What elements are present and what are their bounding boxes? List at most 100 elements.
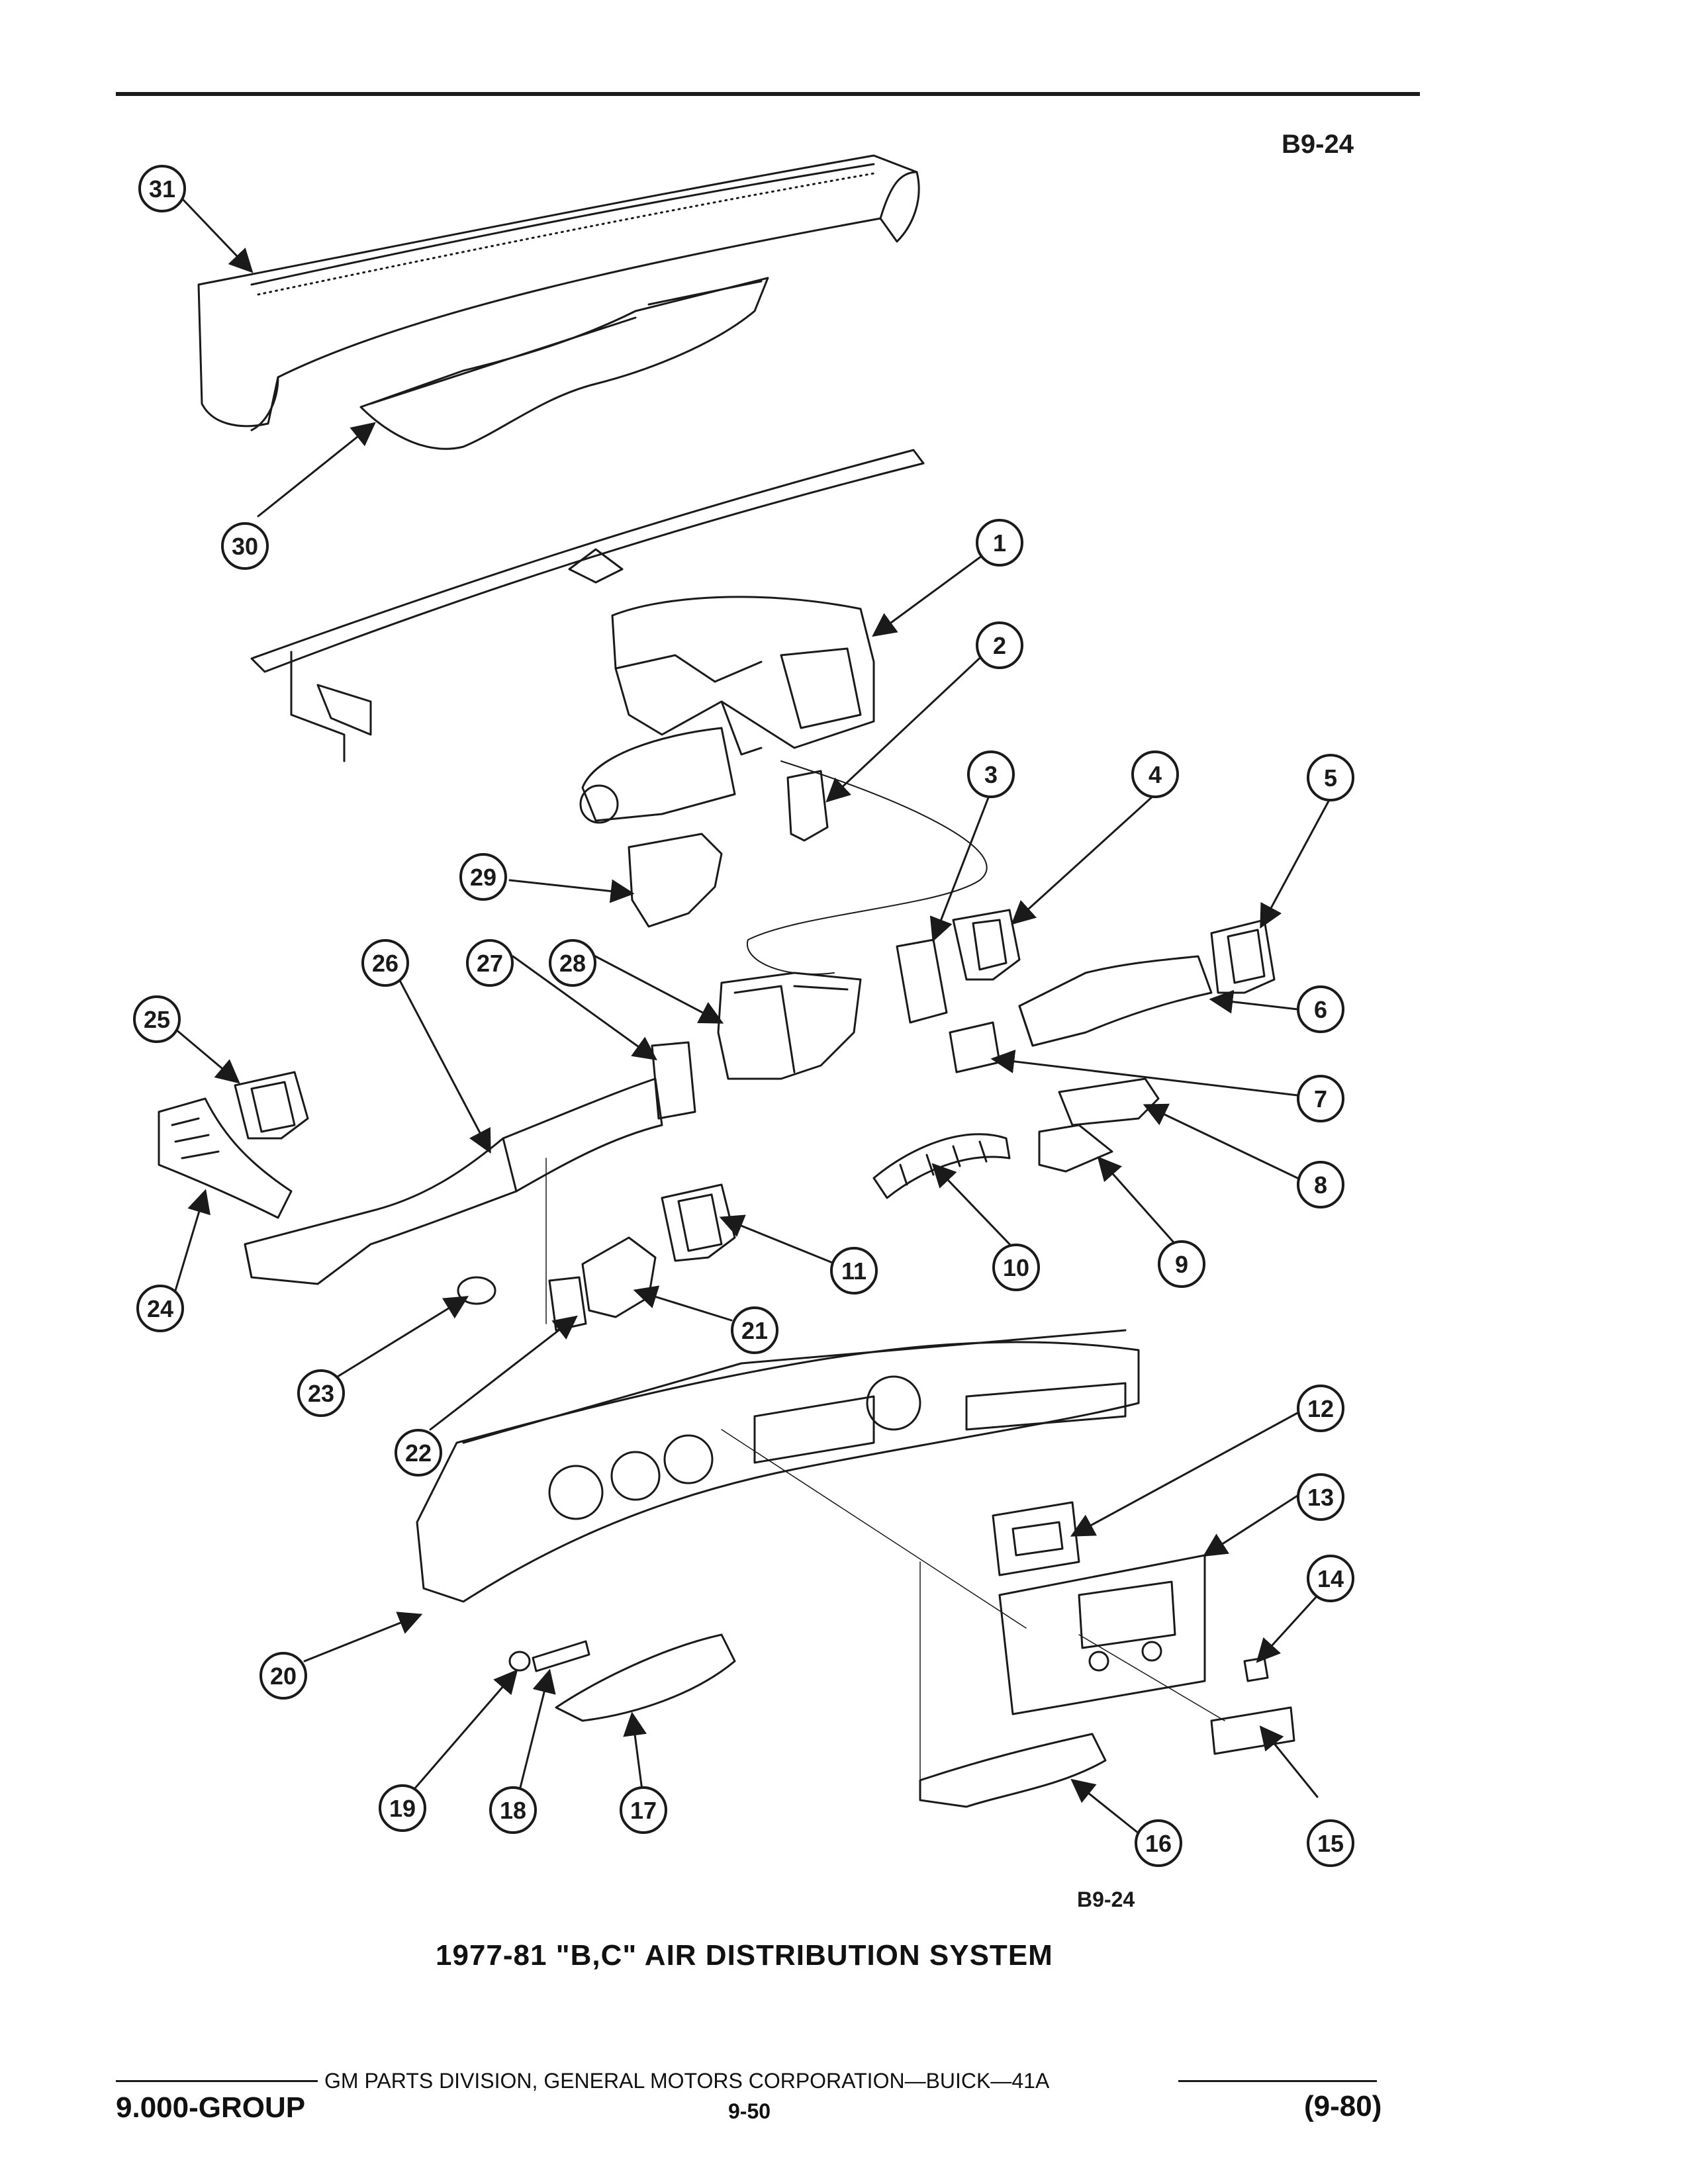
part-26-center-duct [244, 1077, 663, 1285]
part-17-cover [555, 1633, 736, 1722]
callout-label-26: 26 [372, 950, 399, 977]
callout-label-10: 10 [1003, 1254, 1029, 1281]
part-30-defroster-outlet [359, 277, 769, 450]
part-8-bracket [1058, 1077, 1160, 1126]
callout-25 [133, 995, 181, 1043]
callout-8 [1297, 1161, 1344, 1208]
callout-3 [967, 751, 1015, 798]
callout-label-13: 13 [1307, 1484, 1334, 1511]
callout-label-21: 21 [741, 1317, 768, 1344]
part-27-seal [651, 1041, 696, 1120]
part-25-outlet-left [234, 1071, 309, 1140]
callout-label-5: 5 [1324, 764, 1337, 792]
footer-rule-right [1178, 2080, 1377, 2082]
leader-lines [174, 197, 1332, 1835]
callout-label-4: 4 [1149, 761, 1162, 788]
callout-31 [138, 165, 186, 212]
callout-label-1: 1 [993, 529, 1006, 557]
part-7-adapter [949, 1021, 1001, 1073]
callout-10 [992, 1244, 1040, 1291]
callout-label-30: 30 [232, 533, 258, 560]
part-31-instrument-panel-pad [197, 154, 920, 432]
callout-7 [1297, 1075, 1344, 1122]
callout-label-14: 14 [1317, 1565, 1344, 1592]
part-19-washer [508, 1651, 531, 1672]
part-20-instrument-panel-carrier [416, 1329, 1140, 1603]
callout-23 [297, 1369, 345, 1417]
part-10-flex-hose [872, 1133, 1011, 1199]
callout-label-22: 22 [405, 1439, 432, 1467]
callout-19 [379, 1784, 426, 1832]
part-5-outlet [1210, 919, 1276, 994]
part-12-plate [992, 1501, 1080, 1576]
footer-group-label: 9.000-GROUP [116, 2091, 306, 2124]
callout-label-15: 15 [1317, 1830, 1344, 1857]
callout-15 [1307, 1819, 1354, 1867]
callout-label-12: 12 [1307, 1395, 1334, 1422]
callout-16 [1135, 1819, 1182, 1867]
callout-24 [136, 1285, 184, 1332]
callout-20 [259, 1652, 307, 1700]
callout-label-7: 7 [1314, 1085, 1327, 1113]
callout-label-19: 19 [389, 1795, 416, 1822]
part-23-plug [457, 1276, 496, 1305]
callout-label-17: 17 [630, 1797, 657, 1824]
callout-label-28: 28 [559, 950, 586, 977]
callout-label-20: 20 [270, 1662, 297, 1690]
callout-label-8: 8 [1314, 1171, 1327, 1199]
callout-label-16: 16 [1145, 1830, 1172, 1857]
callout-9 [1158, 1240, 1205, 1288]
callout-1 [976, 519, 1023, 567]
part-6-duct-right [1018, 955, 1213, 1047]
part-2-bracket [786, 770, 829, 842]
callout-label-29: 29 [470, 864, 496, 891]
part-29-duct-bracket [628, 833, 723, 928]
callout-17 [620, 1786, 667, 1834]
callout-28 [549, 939, 596, 987]
callout-21 [731, 1306, 778, 1354]
callouts [133, 165, 1354, 1867]
callout-label-23: 23 [308, 1380, 334, 1407]
part-1-air-inlet-module [579, 596, 875, 824]
callout-13 [1297, 1473, 1344, 1521]
callout-label-11: 11 [841, 1257, 867, 1285]
callout-30 [221, 522, 269, 570]
part-14-knob-cover [1243, 1657, 1269, 1682]
footer-rule-left [116, 2080, 318, 2082]
callout-5 [1307, 754, 1354, 801]
footer-publisher-line: GM PARTS DIVISION, GENERAL MOTORS CORPOR… [324, 2069, 1050, 2093]
callout-label-31: 31 [149, 175, 175, 203]
part-4-outlet [952, 909, 1021, 981]
callout-4 [1131, 751, 1179, 798]
callout-14 [1307, 1555, 1354, 1602]
part-21-duct [581, 1236, 657, 1318]
part-16-cover [919, 1733, 1107, 1808]
part-22-seal [548, 1276, 587, 1332]
callout-label-2: 2 [993, 632, 1006, 659]
callout-label-9: 9 [1175, 1251, 1188, 1278]
callout-6 [1297, 985, 1344, 1033]
callout-label-27: 27 [477, 950, 503, 977]
part-15-plate [1210, 1706, 1295, 1755]
part-11-outlet-center [661, 1183, 736, 1262]
part-3-adapter [896, 938, 948, 1024]
part-28-distributor-duct [717, 972, 862, 1080]
callout-18 [489, 1786, 537, 1834]
callout-29 [459, 853, 507, 901]
callout-label-24: 24 [147, 1295, 173, 1322]
callout-26 [361, 939, 409, 987]
callout-22 [395, 1429, 442, 1477]
page-reference-top: B9-24 [1282, 130, 1354, 159]
callout-labels: 31 30 1 2 29 3 4 5 6 7 8 9 10 11 28 27 2… [144, 175, 1344, 1857]
callout-label-18: 18 [500, 1797, 526, 1824]
footer-date-code: (9-80) [1304, 2090, 1382, 2122]
diagram-caption: 1977-81 "B,C" AIR DISTRIBUTION SYSTEM [436, 1939, 1053, 1972]
part-13-bezel [998, 1554, 1206, 1715]
part-24-flex-duct [158, 1097, 293, 1219]
callout-label-6: 6 [1314, 996, 1327, 1023]
callout-2 [976, 621, 1023, 669]
dash-upper-frame [250, 449, 925, 762]
part-18-stud [532, 1640, 590, 1672]
callout-label-25: 25 [144, 1006, 170, 1033]
